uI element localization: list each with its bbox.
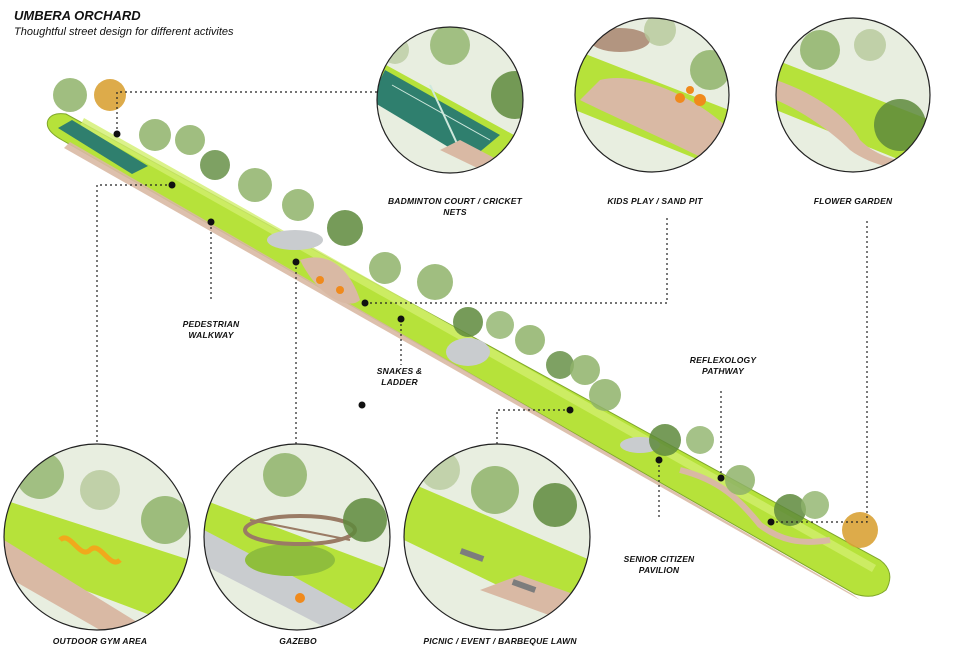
label-picnic-lawn: PICNIC / EVENT / BARBEQUE LAWN [423, 636, 577, 646]
label-senior-citizen-pavilion: SENIOR CITIZEN PAVILION [623, 554, 695, 575]
badminton-court-strip [58, 120, 148, 174]
detail-picnic-lawn [403, 443, 591, 631]
leader-lines [96, 91, 868, 523]
detail-kids-play [574, 17, 730, 173]
kids-play-strip [300, 257, 360, 304]
snake-ladder-strip [446, 338, 490, 366]
diagram-subtitle: Thoughtful street design for different a… [14, 26, 234, 38]
label-badminton-court: BADMINTON COURT / CRICKET NETS [387, 196, 523, 217]
label-pedestrian-walkway: PEDESTRIAN WALKWAY [182, 319, 240, 340]
reflexology-path-strip [679, 467, 831, 545]
label-outdoor-gym: OUTDOOR GYM AREA [52, 636, 148, 646]
strip-trees [53, 78, 878, 548]
leader-picnic [496, 409, 570, 444]
leader-flower [771, 218, 868, 523]
leader-badminton [116, 91, 377, 134]
label-reflexology-pathway: REFLEXOLOGY PATHWAY [689, 355, 757, 376]
leader-gym [96, 184, 172, 444]
label-snakes-ladder: SNAKES & LADDER [376, 366, 423, 387]
label-kids-play: KIDS PLAY / SAND PIT [607, 196, 703, 206]
linear-park-strip [46, 113, 891, 600]
detail-badminton-court [376, 26, 524, 174]
label-gazebo: GAZEBO [279, 636, 317, 646]
detail-gazebo [203, 443, 391, 631]
anchor-dots [113, 130, 775, 526]
detail-flower-garden [775, 17, 931, 173]
leader-kids [365, 218, 668, 304]
label-flower-garden: FLOWER GARDEN [813, 196, 893, 206]
gazebo-strip [267, 230, 323, 250]
detail-outdoor-gym [3, 443, 191, 631]
diagram-title: UMBERA ORCHARD [14, 8, 141, 23]
